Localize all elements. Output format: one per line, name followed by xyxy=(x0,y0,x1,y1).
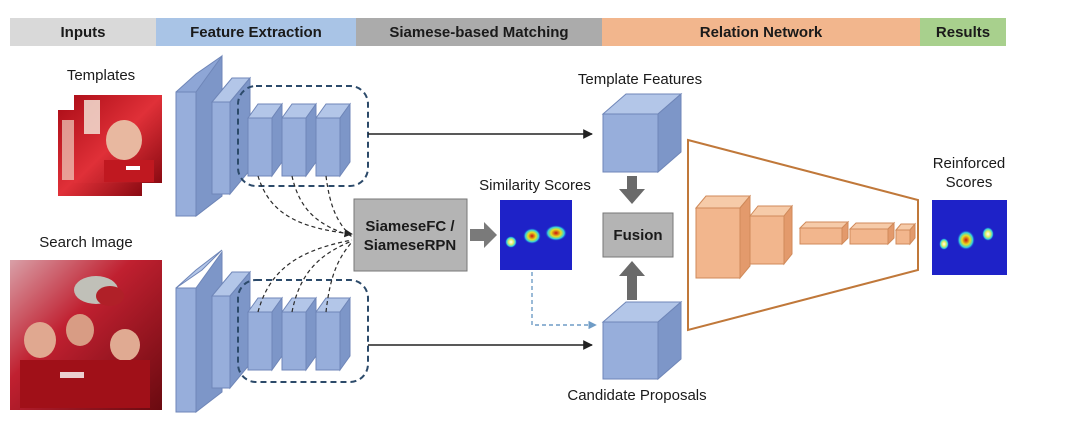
header-bg-feature-extraction xyxy=(156,18,356,46)
header-results: Results xyxy=(936,24,990,41)
top-small-cube-2 xyxy=(281,102,317,178)
arrow-template-to-fusion xyxy=(619,176,645,204)
templates-photo-stack xyxy=(58,95,162,196)
bottom-small-cube-3 xyxy=(315,296,351,372)
candidate-proposals-cube xyxy=(601,300,683,381)
relation-cube-1 xyxy=(694,194,752,280)
similarity-heatmap xyxy=(500,200,572,270)
header-bg-results xyxy=(920,18,1006,46)
top-dashed-frame xyxy=(237,85,369,187)
header-bg-inputs xyxy=(10,18,156,46)
backbone-top xyxy=(175,54,369,218)
siamese-label-line1: SiameseFC / xyxy=(365,218,455,235)
stage-header: Inputs Feature Extraction Siamese-based … xyxy=(10,18,1006,46)
bottom-small-cube-1 xyxy=(247,296,283,372)
fusion-box: Fusion xyxy=(602,212,674,258)
template-features-label: Template Features xyxy=(578,71,702,88)
backbone-bottom xyxy=(175,249,369,414)
siamese-matcher-box: SiameseFC / SiameseRPN xyxy=(353,198,468,272)
template-photo-front xyxy=(74,95,162,183)
relation-cube-4 xyxy=(848,221,896,246)
arrow-proposals-to-fusion xyxy=(619,261,645,300)
candidate-proposals-label: Candidate Proposals xyxy=(567,387,706,404)
relation-cube-2 xyxy=(748,204,794,266)
header-bg-siamese-matching xyxy=(356,18,602,46)
heatmap-to-proposals-arrow xyxy=(531,272,597,330)
top-small-cube-3 xyxy=(315,102,351,178)
search-image-photo xyxy=(10,260,162,410)
relation-cube-3 xyxy=(798,220,850,246)
arrow-to-similarity-scores xyxy=(470,222,497,248)
reinforced-scores-label-line2: Scores xyxy=(946,174,993,191)
template-features-cube xyxy=(601,92,683,174)
search-image-label: Search Image xyxy=(39,234,132,251)
top-slab-2 xyxy=(211,101,231,195)
header-siamese-matching: Siamese-based Matching xyxy=(389,24,568,41)
relation-network-frame xyxy=(687,138,919,332)
bottom-slab-2 xyxy=(211,295,231,389)
feature-to-matching-curves xyxy=(257,175,353,313)
relation-cube-5 xyxy=(894,222,917,246)
header-relation-network: Relation Network xyxy=(700,24,823,41)
header-feature-extraction: Feature Extraction xyxy=(190,24,322,41)
header-inputs: Inputs xyxy=(61,24,106,41)
fusion-label: Fusion xyxy=(613,227,662,244)
templates-label: Templates xyxy=(67,67,135,84)
similarity-scores-label: Similarity Scores xyxy=(479,177,591,194)
siamese-label-line2: SiameseRPN xyxy=(364,237,457,254)
header-bg-relation-network xyxy=(602,18,920,46)
reinforced-scores-label-line1: Reinforced xyxy=(933,155,1006,172)
bottom-slab-1 xyxy=(175,287,197,413)
bottom-dashed-frame xyxy=(237,279,369,383)
top-small-cube-1 xyxy=(247,102,283,178)
bottom-small-cube-2 xyxy=(281,296,317,372)
reinforced-heatmap xyxy=(932,200,1007,275)
